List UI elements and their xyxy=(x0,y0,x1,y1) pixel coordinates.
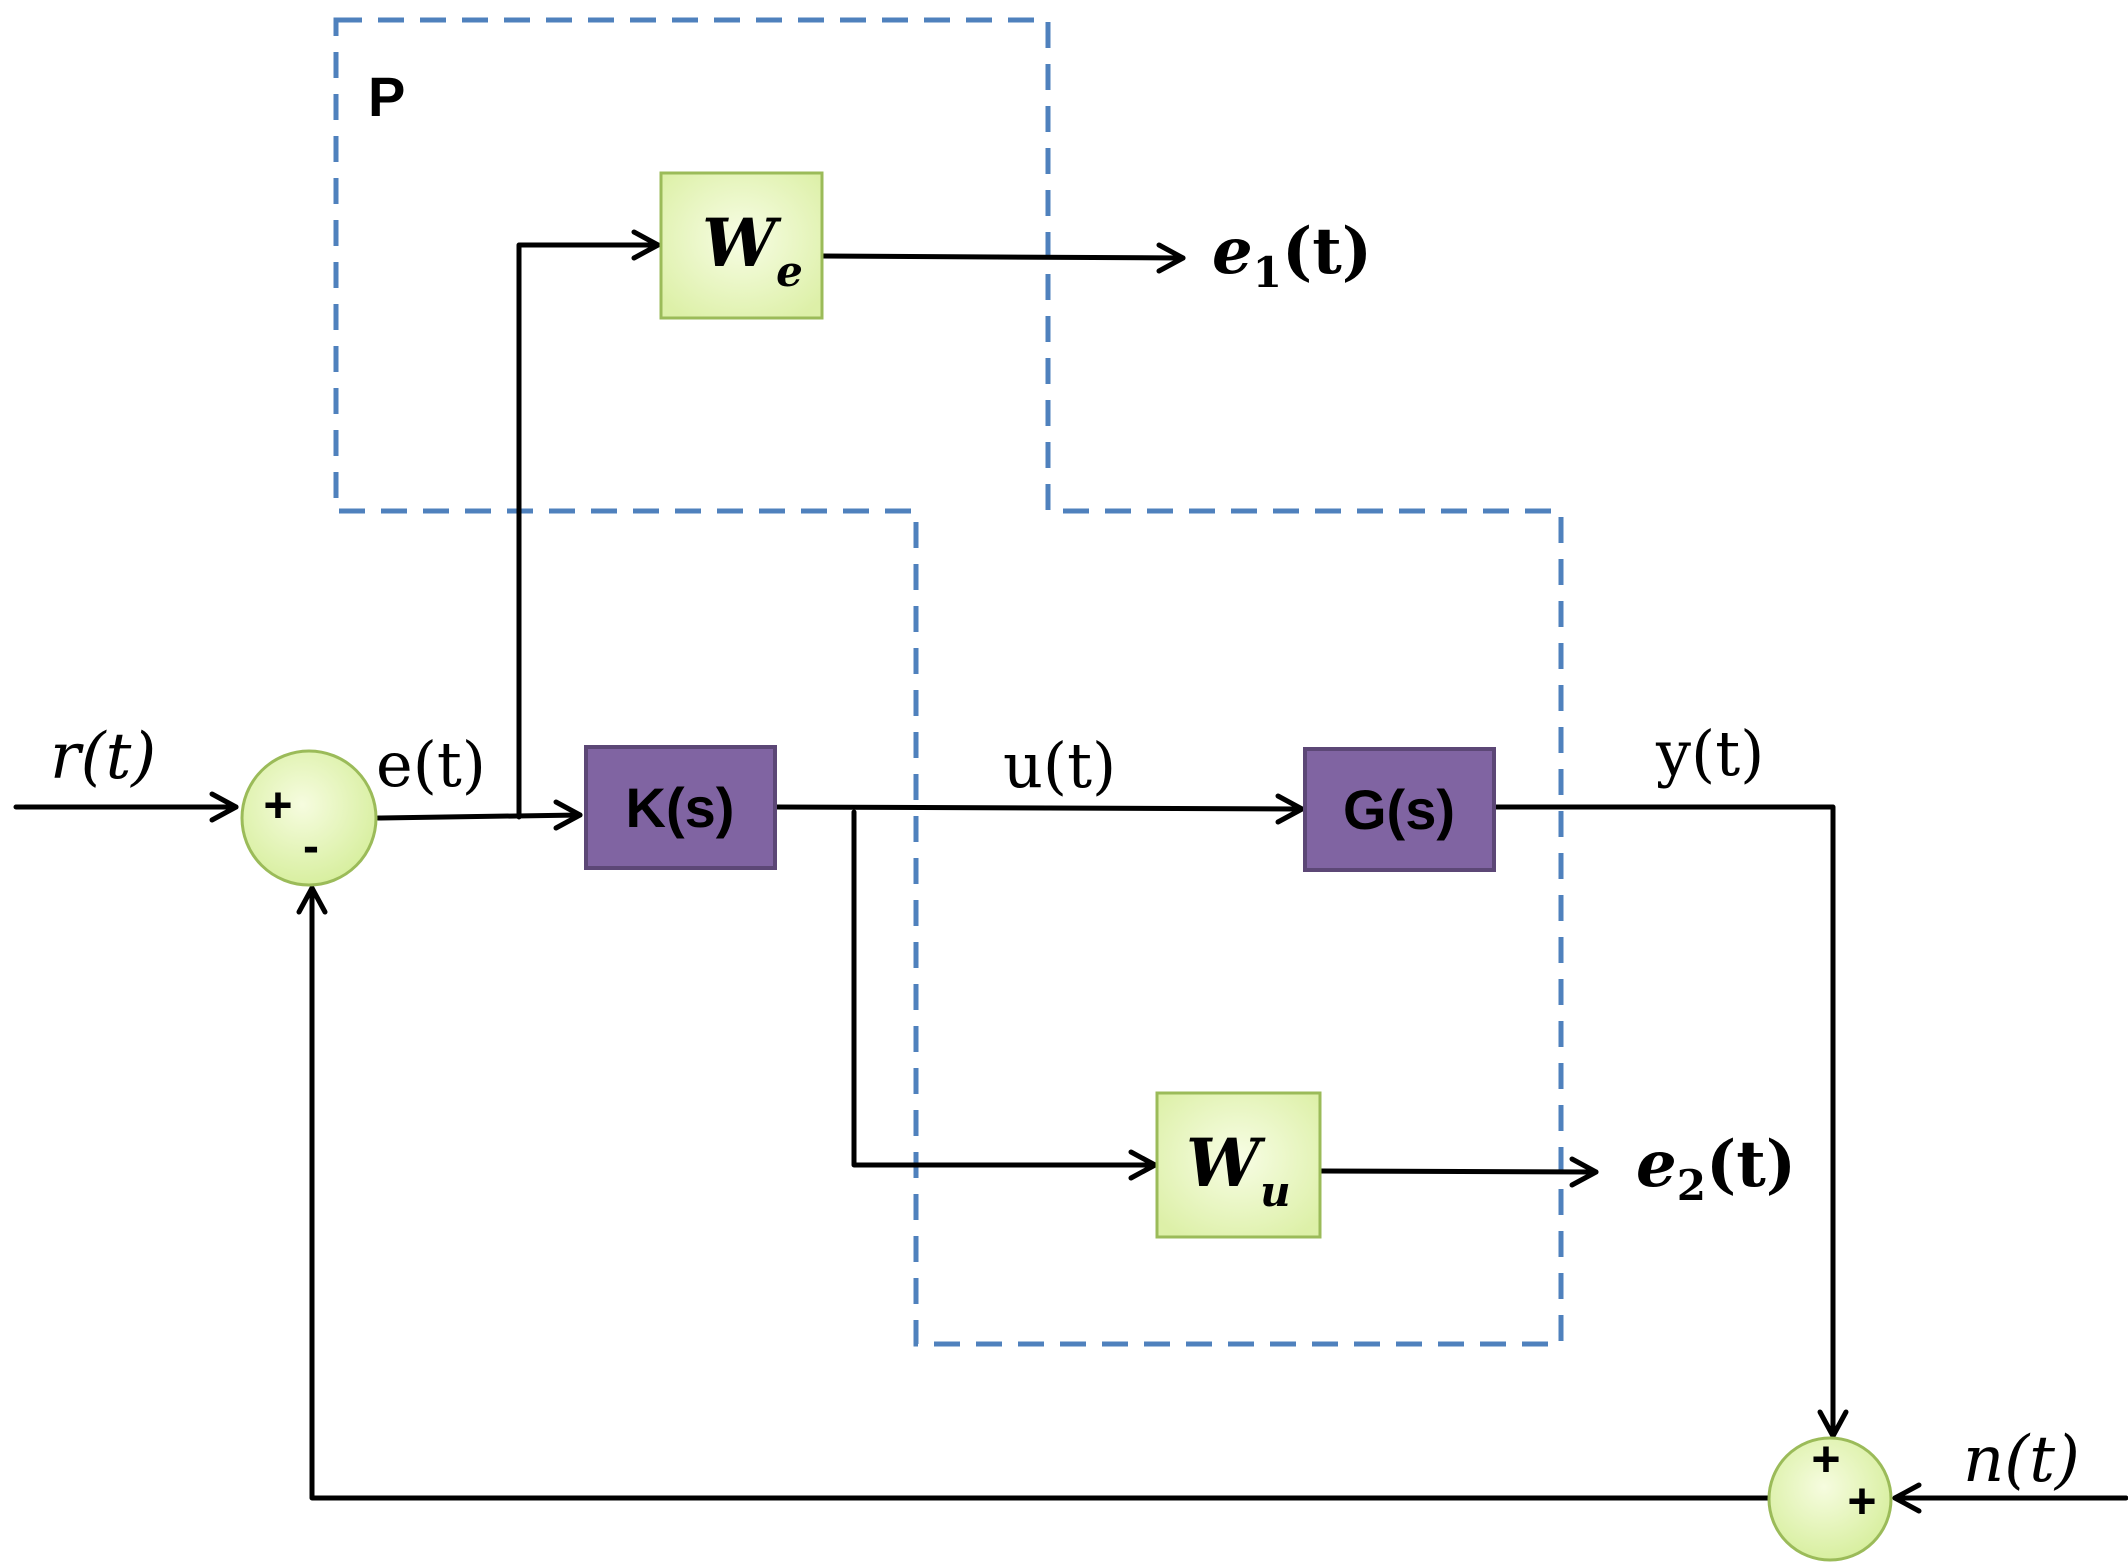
arrow-to-we xyxy=(631,229,661,261)
arrow-e1 xyxy=(1156,242,1186,274)
signal-label-noise: n(t) xyxy=(1963,1423,2080,1497)
wire-error-branch-we xyxy=(516,242,661,820)
we-block-label: We xyxy=(702,204,803,296)
plant-boundary xyxy=(333,17,1564,1347)
right-sum-bottom-plus-sign: + xyxy=(1847,1473,1876,1529)
wu-block-label: Wu xyxy=(1186,1124,1291,1216)
arrow-to-right-sum xyxy=(1817,1409,1849,1439)
wire-wu-output xyxy=(1317,1168,1599,1175)
wire-output xyxy=(1491,804,1836,1439)
wu-block[interactable]: Wu xyxy=(1155,1091,1322,1239)
signal-label-e2: e2(t) xyxy=(1636,1127,1796,1210)
g-block-label: G(s) xyxy=(1343,778,1455,841)
wire-control-branch-wu xyxy=(851,809,1158,1168)
arrow-to-wu xyxy=(1128,1149,1158,1181)
wire-feedback xyxy=(309,885,1773,1501)
wire-error xyxy=(375,812,583,821)
k-block-label: K(s) xyxy=(626,776,735,839)
signal-label-output: y(t) xyxy=(1655,717,1764,790)
left-sum-minus-sign: - xyxy=(303,820,319,873)
arrow-noise xyxy=(1892,1482,1922,1514)
arrow-error-to-k xyxy=(553,799,583,831)
signal-label-control: u(t) xyxy=(1003,729,1116,802)
signal-label-reference: r(t) xyxy=(50,720,156,794)
right-summing-junction[interactable]: + + xyxy=(1767,1431,1893,1562)
arrow-reference xyxy=(209,791,239,823)
wire-we-output xyxy=(819,253,1186,261)
g-block[interactable]: G(s) xyxy=(1303,747,1496,872)
left-summing-junction[interactable]: + - xyxy=(240,749,378,887)
wire-control xyxy=(772,804,1305,812)
right-sum-top-plus-sign: + xyxy=(1811,1431,1840,1487)
arrow-feedback xyxy=(296,885,328,915)
arrow-to-g xyxy=(1275,793,1305,825)
plant-label: P xyxy=(368,65,405,128)
signal-label-error: e(t) xyxy=(376,728,486,801)
left-sum-plus-sign: + xyxy=(263,777,292,833)
arrow-e2 xyxy=(1569,1156,1599,1188)
k-block[interactable]: K(s) xyxy=(584,745,777,870)
signal-label-e1: e1(t) xyxy=(1212,214,1372,297)
we-block[interactable]: We xyxy=(659,171,824,320)
